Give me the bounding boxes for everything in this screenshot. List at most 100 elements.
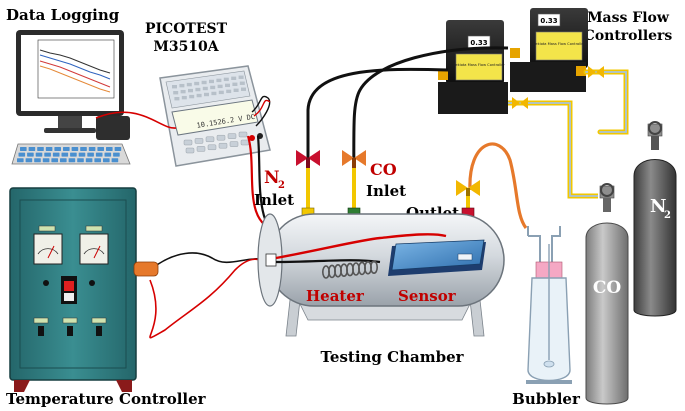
temperature-controller	[9, 187, 159, 392]
keyboard-key	[111, 158, 119, 163]
keyboard-key	[80, 147, 87, 151]
multimeter-grid-cell	[181, 95, 187, 100]
testing-chamber-label: Testing Chamber	[320, 348, 464, 366]
keyboard-key	[25, 158, 33, 163]
mass-flow-label: Mass Flow	[587, 10, 670, 26]
keyboard-key	[52, 152, 60, 157]
testing-chamber	[257, 213, 505, 337]
multimeter-button	[227, 133, 237, 139]
multimeter-grid-cell	[174, 97, 180, 101]
multimeter-grid-cell	[232, 82, 238, 86]
multimeter-button	[240, 139, 250, 146]
temperature-controller-label: Temperature Controller	[6, 390, 207, 408]
multimeter-grid-cell	[202, 86, 208, 91]
co-inlet-label: Inlet	[366, 182, 406, 200]
mfc-valve-top-icon	[588, 66, 604, 78]
co-symbol-label: CO	[370, 160, 397, 179]
multimeter-grid-cell	[173, 91, 179, 95]
multimeter-grid-cell	[189, 94, 195, 99]
keyboard-key	[113, 152, 120, 157]
keyboard-key	[106, 147, 113, 151]
multimeter-button	[216, 134, 226, 141]
keyboard-key	[44, 152, 51, 157]
bubbler	[526, 226, 572, 384]
keyboard-key	[88, 147, 96, 151]
keyboard-key	[71, 147, 79, 151]
n2-inlet-label: Inlet	[254, 191, 294, 209]
keyboard-key	[103, 158, 110, 163]
keyboard-key	[70, 152, 77, 157]
multimeter-grid-cell	[238, 75, 244, 79]
multimeter-button	[185, 147, 195, 154]
multimeter-grid-cell	[196, 93, 202, 98]
keyboard-key	[85, 158, 93, 163]
multimeter-grid-cell	[188, 88, 193, 93]
keyboard-key	[34, 158, 41, 163]
n2-cylinder	[633, 121, 677, 317]
multimeter-grid-cell	[231, 76, 237, 80]
multimeter-button	[196, 146, 206, 152]
multimeter-grid-cell	[223, 77, 229, 82]
keyboard-key	[68, 158, 76, 163]
co-cylinder-label: CO	[593, 278, 622, 298]
multimeter-grid-cell	[217, 84, 223, 89]
multimeter: 10.1526.2 V DC	[159, 65, 271, 167]
multimeter-grid-cell	[210, 85, 216, 90]
computer	[11, 30, 131, 165]
n2-subscript-label: 2	[278, 180, 285, 191]
multimeter-button	[218, 142, 228, 149]
keyboard-key	[51, 158, 58, 163]
multimeter-button	[229, 141, 239, 147]
keyboard-key	[45, 147, 53, 151]
keyboard-key	[63, 147, 70, 151]
keyboard-key	[35, 152, 43, 157]
keyboard-key	[61, 152, 69, 157]
mfc-right-readout: 0.33	[540, 17, 557, 25]
mass-flow-controller-right: 0.33 Sekiota Mass Flow Controller	[510, 8, 588, 92]
multimeter-grid-cell	[239, 81, 245, 85]
multimeter-grid-cell	[195, 87, 201, 92]
multimeter-button	[207, 144, 217, 151]
multimeter-button	[194, 138, 204, 144]
keyboard-key	[37, 147, 44, 151]
keyboard-key	[17, 158, 24, 163]
multimeter-grid-cell	[201, 80, 207, 85]
n2-cylinder-symbol: N	[650, 196, 666, 217]
outlet-valve-icon	[456, 180, 480, 196]
keyboard-key	[18, 152, 26, 157]
mass-flow-controllers-label: Controllers	[584, 28, 673, 44]
n2-cylinder-subscript: 2	[664, 210, 671, 221]
picotest-label: PICOTEST	[145, 21, 228, 37]
keyboard-key	[97, 147, 104, 151]
keyboard-key	[78, 152, 86, 157]
heater-coil-turn	[369, 260, 378, 275]
multimeter-grid-cell	[186, 82, 192, 87]
co-inlet-valve-icon	[342, 150, 366, 168]
keyboard-key	[42, 158, 50, 163]
multimeter-grid-cell	[172, 85, 177, 89]
mass-flow-controller-left: 0.33 Sekiota Mass Flow Controller	[438, 20, 508, 114]
mfc-right-caption: Sekiota Mass Flow Controller	[533, 42, 585, 46]
keyboard-key	[114, 147, 122, 151]
picotest-model-label: M3510A	[153, 39, 219, 55]
multimeter-grid-cell	[226, 89, 232, 94]
keyboard-key	[54, 147, 61, 151]
multimeter-grid-cell	[209, 79, 214, 84]
heater-label: Heater	[306, 287, 365, 305]
multimeter-grid-cell	[218, 90, 224, 95]
keyboard-key	[77, 158, 84, 163]
keyboard-key	[87, 152, 94, 157]
sensor-label: Sensor	[398, 287, 457, 305]
multimeter-grid-cell	[179, 83, 185, 88]
co-cylinder	[585, 183, 629, 405]
multimeter-grid-cell	[194, 81, 200, 86]
keyboard-key	[28, 147, 36, 151]
keyboard-key	[104, 152, 112, 157]
multimeter-grid-cell	[204, 92, 209, 97]
multimeter-grid-cell	[211, 91, 217, 96]
mfc-left-readout: 0.33	[470, 39, 487, 47]
multimeter-button	[238, 131, 248, 138]
bubbler-label: Bubbler	[512, 390, 581, 408]
multimeter-button	[205, 136, 215, 143]
